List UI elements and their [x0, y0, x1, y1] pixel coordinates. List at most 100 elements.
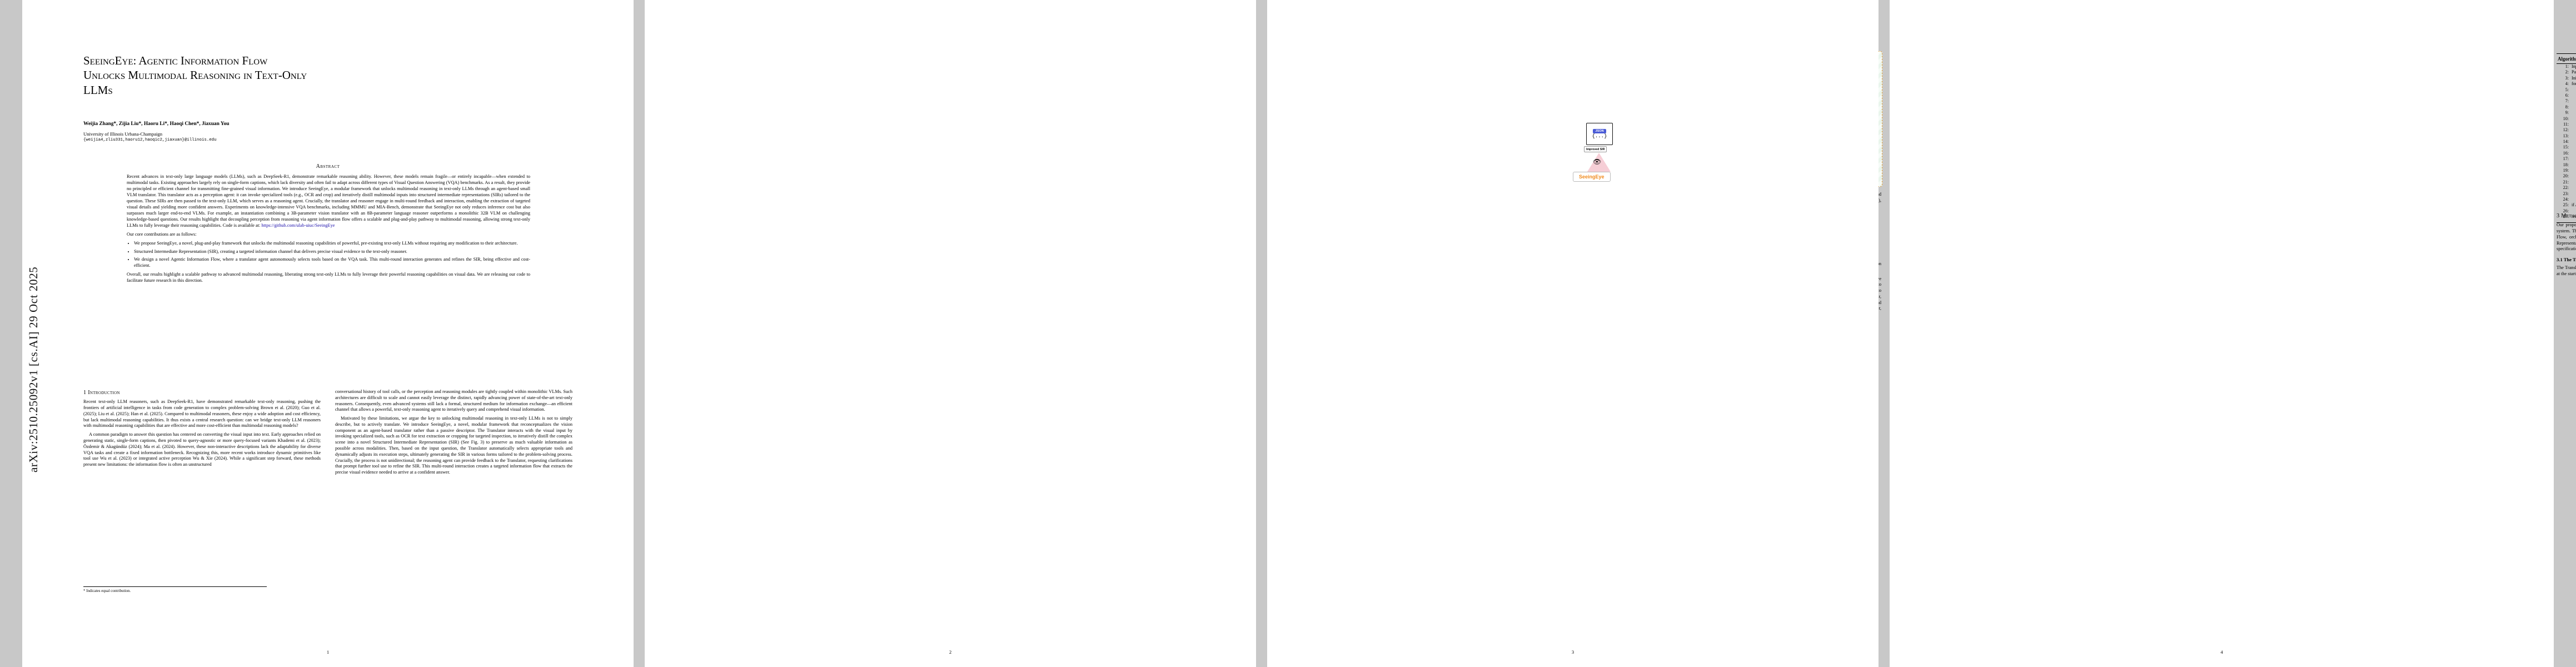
algorithm-line-number: 19:: [2563, 168, 2569, 173]
algorithm-line-number: 21:: [2563, 179, 2569, 185]
algorithm-line: 5:▷ — Translator Agent Inner Loop —: [2557, 87, 2576, 93]
paragraph: Motivated by these limitations, we argue…: [335, 416, 572, 475]
algorithm-line-code: rR ← ExecuteTool(oR, args): [2572, 168, 2576, 173]
algorithm-line-code: else if aT is TerminateSIR then: [2572, 127, 2576, 133]
author-list: Weijia Zhang*, Zijia Liu*, Haoru Li*, Ha…: [83, 121, 230, 127]
title-line-3: LLMs: [83, 83, 113, 97]
algorithm-line: 13:break: [2557, 133, 2576, 139]
page-2: VQA Benchmarks Q: What food is being pre…: [645, 0, 1882, 667]
algorithm-line: 18:if aR is ToolCall(oR, args) then: [2557, 162, 2576, 168]
algorithm-line-number: 18:: [2563, 162, 2569, 167]
abstract-tail: Overall, our results highlight a scalabl…: [127, 272, 530, 283]
seeing-eye-icon: 👁: [1593, 158, 1602, 166]
algorithm-line: 26:Afinal ← ForceAnswer(SMAX_ITERS, Q, O…: [2557, 208, 2576, 214]
algorithm-line-code: return Afinal: [2572, 214, 2576, 220]
page-number: 2: [949, 649, 952, 655]
algorithm-line-number: 15:: [2563, 145, 2569, 150]
improved-sir-json-box: JSON {...}: [1586, 123, 1613, 145]
algorithm-line: 25:if Afinal is null then: [2557, 202, 2576, 208]
paragraph: A common paradigm to answer this questio…: [83, 432, 321, 467]
paragraph: The Translator Agent, AT, is a lightweig…: [2557, 265, 2576, 277]
algorithm-1-box: Algorithm 1 SeeingEye: Agentic Informati…: [2557, 53, 2576, 223]
algorithm-line-code: for j = 1 → MAX_STEPS do: [2572, 98, 2576, 104]
brand-label: SeeingEye: [1573, 172, 1611, 182]
algorithm-line-code: for i = 1 → MAX_ITERS do: [2572, 81, 2576, 87]
algorithm-line: 10:rT ← ExecuteTool(oT, args): [2557, 116, 2576, 122]
algorithm-line: 12:else if aT is TerminateSIR then: [2557, 127, 2576, 133]
algorithm-line: 24:break: [2557, 197, 2576, 202]
page-title: SeeingEye: Agentic Information Flow Unlo…: [83, 53, 406, 97]
algorithm-line: 16:for k = 1 → MAX_STEPS do: [2557, 151, 2576, 156]
algorithm-line-code: ▷ — Reasoning Agent Inner Loop —: [2572, 145, 2576, 150]
algorithm-line-code: Initialize: S0 ← null, Afinal ← null: [2572, 75, 2576, 81]
algorithm-line-code: else if aR is TerminateAnswer(A) then: [2572, 173, 2576, 179]
title-line-2: Unlocks Multimodal Reasoning in Text-Onl…: [83, 68, 307, 82]
algorithm-line-code: Parameters: MAX_ITERS, MAX_STEPS: [2572, 69, 2576, 75]
algorithm-line-code: aT ← TranslatorPolicy(VCoT(I, Q, Scurren…: [2572, 104, 2576, 110]
improved-sir-label: Improved SIR: [1584, 146, 1607, 152]
algorithm-line: 21:Afinal ← A; goto 27: [2557, 180, 2576, 185]
title-line-1: SeeingEye: Agentic Information Flow: [83, 54, 268, 67]
algorithm-line: 22:else if aR is TerminateFeedback(F) th…: [2557, 185, 2576, 191]
algorithm-line-code: rT ← ExecuteTool(oT, args): [2572, 116, 2576, 122]
code-url-link[interactable]: https://github.com/ulab-uiuc/SeeingEye: [261, 223, 335, 228]
algorithm-line-number: 6:: [2565, 92, 2569, 98]
algorithm-line: 19:rR ← ExecuteTool(oR, args): [2557, 168, 2576, 173]
section-heading-introduction: 1 Introduction: [83, 390, 120, 396]
algorithm-line-number: 26:: [2563, 208, 2569, 213]
algorithm-line: 1:Input: question Q, options O, image I: [2557, 64, 2576, 69]
algorithm-line: 20:else if aR is TerminateAnswer(A) then: [2557, 173, 2576, 179]
paragraph: Recent text-only LLM reasoners, such as …: [83, 399, 321, 429]
abstract-heading: Abstract: [316, 163, 340, 170]
page-3: Algorithm 1 SeeingEye: Agentic Informati…: [1267, 0, 2576, 667]
json-tag: JSON: [1593, 129, 1606, 133]
list-item: Structured Intermediate Representation (…: [134, 248, 530, 255]
algorithm-line: 2:Parameters: MAX_ITERS, MAX_STEPS: [2557, 69, 2576, 75]
abstract: Recent advances in text-only large langu…: [127, 173, 530, 287]
algorithm-line-number: 8:: [2565, 104, 2569, 109]
algorithm-line-number: 23:: [2563, 191, 2569, 196]
algorithm-lines: 1:Input: question Q, options O, image I2…: [2557, 64, 2576, 220]
algorithm-line: 23:Si ← Si ⊕ F: [2557, 191, 2576, 197]
algorithm-line-code: break: [2572, 133, 2576, 139]
list-item: We design a novel Agentic Information Fl…: [134, 256, 530, 268]
algorithm-line-code: break: [2572, 197, 2576, 202]
algorithm-line-number: 24:: [2563, 196, 2569, 202]
affiliation: University of Illinois Urbana-Champaign: [83, 131, 163, 137]
algorithm-line-number: 12:: [2563, 127, 2569, 133]
algorithm-line-number: 4:: [2565, 81, 2569, 87]
algorithm-label: Algorithm 1: [2558, 56, 2576, 62]
algorithm-line: 9:if aT is ToolCall(oT, args) then: [2557, 110, 2576, 116]
algorithm-line-code: for k = 1 → MAX_STEPS do: [2572, 151, 2576, 156]
section-heading-method: 3 Method: [2557, 213, 2576, 219]
algorithm-line-number: 11:: [2563, 121, 2569, 127]
algorithm-line: 27:return Afinal: [2557, 214, 2576, 220]
algorithm-line-number: 17:: [2563, 156, 2569, 162]
algorithm-line: 6:Scurrent ← Si−1: [2557, 93, 2576, 98]
algorithm-line-code: if aR is ToolCall(oR, args) then: [2572, 162, 2576, 168]
algorithm-line-number: 7:: [2565, 98, 2569, 104]
algorithm-line-code: if aT is ToolCall(oT, args) then: [2572, 110, 2576, 116]
algorithm-line-number: 27:: [2563, 214, 2569, 220]
algorithm-line-number: 22:: [2563, 185, 2569, 191]
page-4: more comprehensive SIR. The SIR thus evo…: [1890, 0, 2554, 667]
algorithm-line: 15:▷ — Reasoning Agent Inner Loop —: [2557, 145, 2576, 150]
subsection-heading-translator: 3.1 The Translator Agent: Grounded Visua…: [2557, 257, 2576, 263]
algorithm-line-code: Afinal ← A; goto 27: [2572, 180, 2576, 185]
algorithm-line-number: 5:: [2565, 87, 2569, 92]
algorithm-line: 17:aR ← ReasonerPolicy(CoT(Si, Q, O)): [2557, 156, 2576, 162]
footnote: * Indicates equal contribution.: [83, 589, 131, 593]
algorithm-line-code: aR ← ReasonerPolicy(CoT(Si, Q, O)): [2572, 156, 2576, 162]
brand-triangle: [1587, 153, 1611, 172]
algorithm-line: 4:for i = 1 → MAX_ITERS do: [2557, 81, 2576, 87]
paragraph: Our proposed framework, SeeingEye, unloc…: [2557, 222, 2576, 252]
abstract-paragraph: Recent advances in text-only large langu…: [127, 174, 530, 228]
algorithm-line-number: 10:: [2563, 116, 2569, 121]
algorithm-line-code: Input: question Q, options O, image I: [2572, 64, 2576, 69]
page-number: 3: [1571, 649, 1575, 655]
algorithm-line-number: 9:: [2565, 110, 2569, 116]
algorithm-line-code: ▷ — Translator Agent Inner Loop —: [2572, 87, 2576, 93]
algorithm-line: 7:for j = 1 → MAX_STEPS do: [2557, 98, 2576, 104]
algorithm-line: 3:Initialize: S0 ← null, Afinal ← null: [2557, 76, 2576, 81]
